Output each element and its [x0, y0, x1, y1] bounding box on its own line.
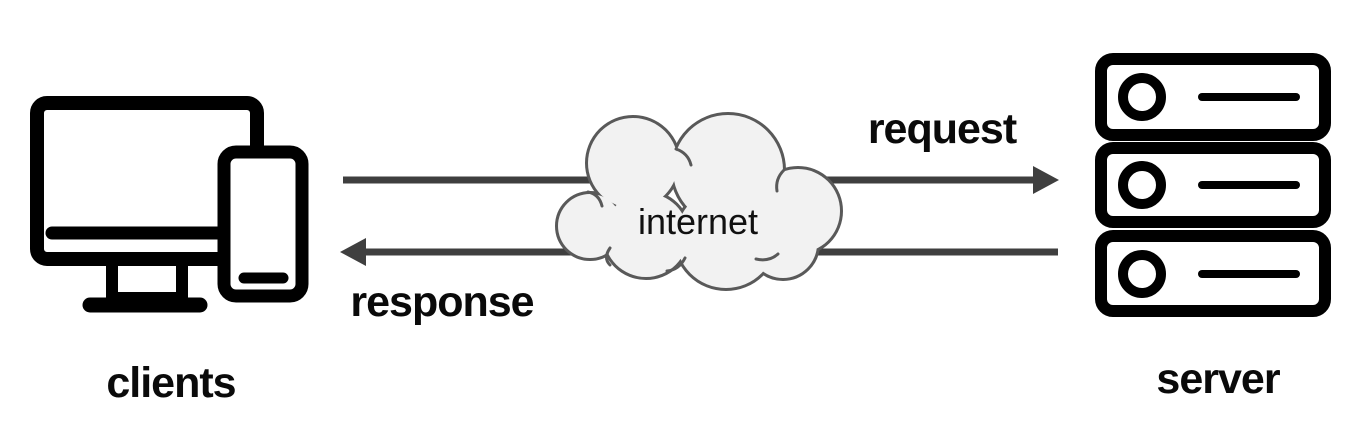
phone-body — [217, 145, 309, 303]
cloud-notch-curls — [586, 147, 786, 273]
request-label: request — [867, 105, 1017, 153]
server-circle-indicator — [1118, 161, 1166, 209]
clients-label: clients — [106, 359, 236, 407]
internet-cloud-shape — [548, 108, 858, 298]
desktop-and-phone-icon — [30, 96, 309, 313]
server-stack-icon — [1095, 53, 1331, 317]
response-label: response — [350, 278, 534, 326]
request-arrowhead-icon — [1033, 166, 1059, 194]
response-arrowhead-icon — [340, 238, 366, 266]
internet-label: internet — [637, 201, 759, 242]
server-circle-indicator — [1118, 73, 1166, 121]
server-circle-indicator — [1118, 250, 1166, 298]
server-slot-lines — [1198, 93, 1300, 278]
server-drive-lights — [1118, 73, 1166, 298]
server-label: server — [1156, 355, 1280, 403]
